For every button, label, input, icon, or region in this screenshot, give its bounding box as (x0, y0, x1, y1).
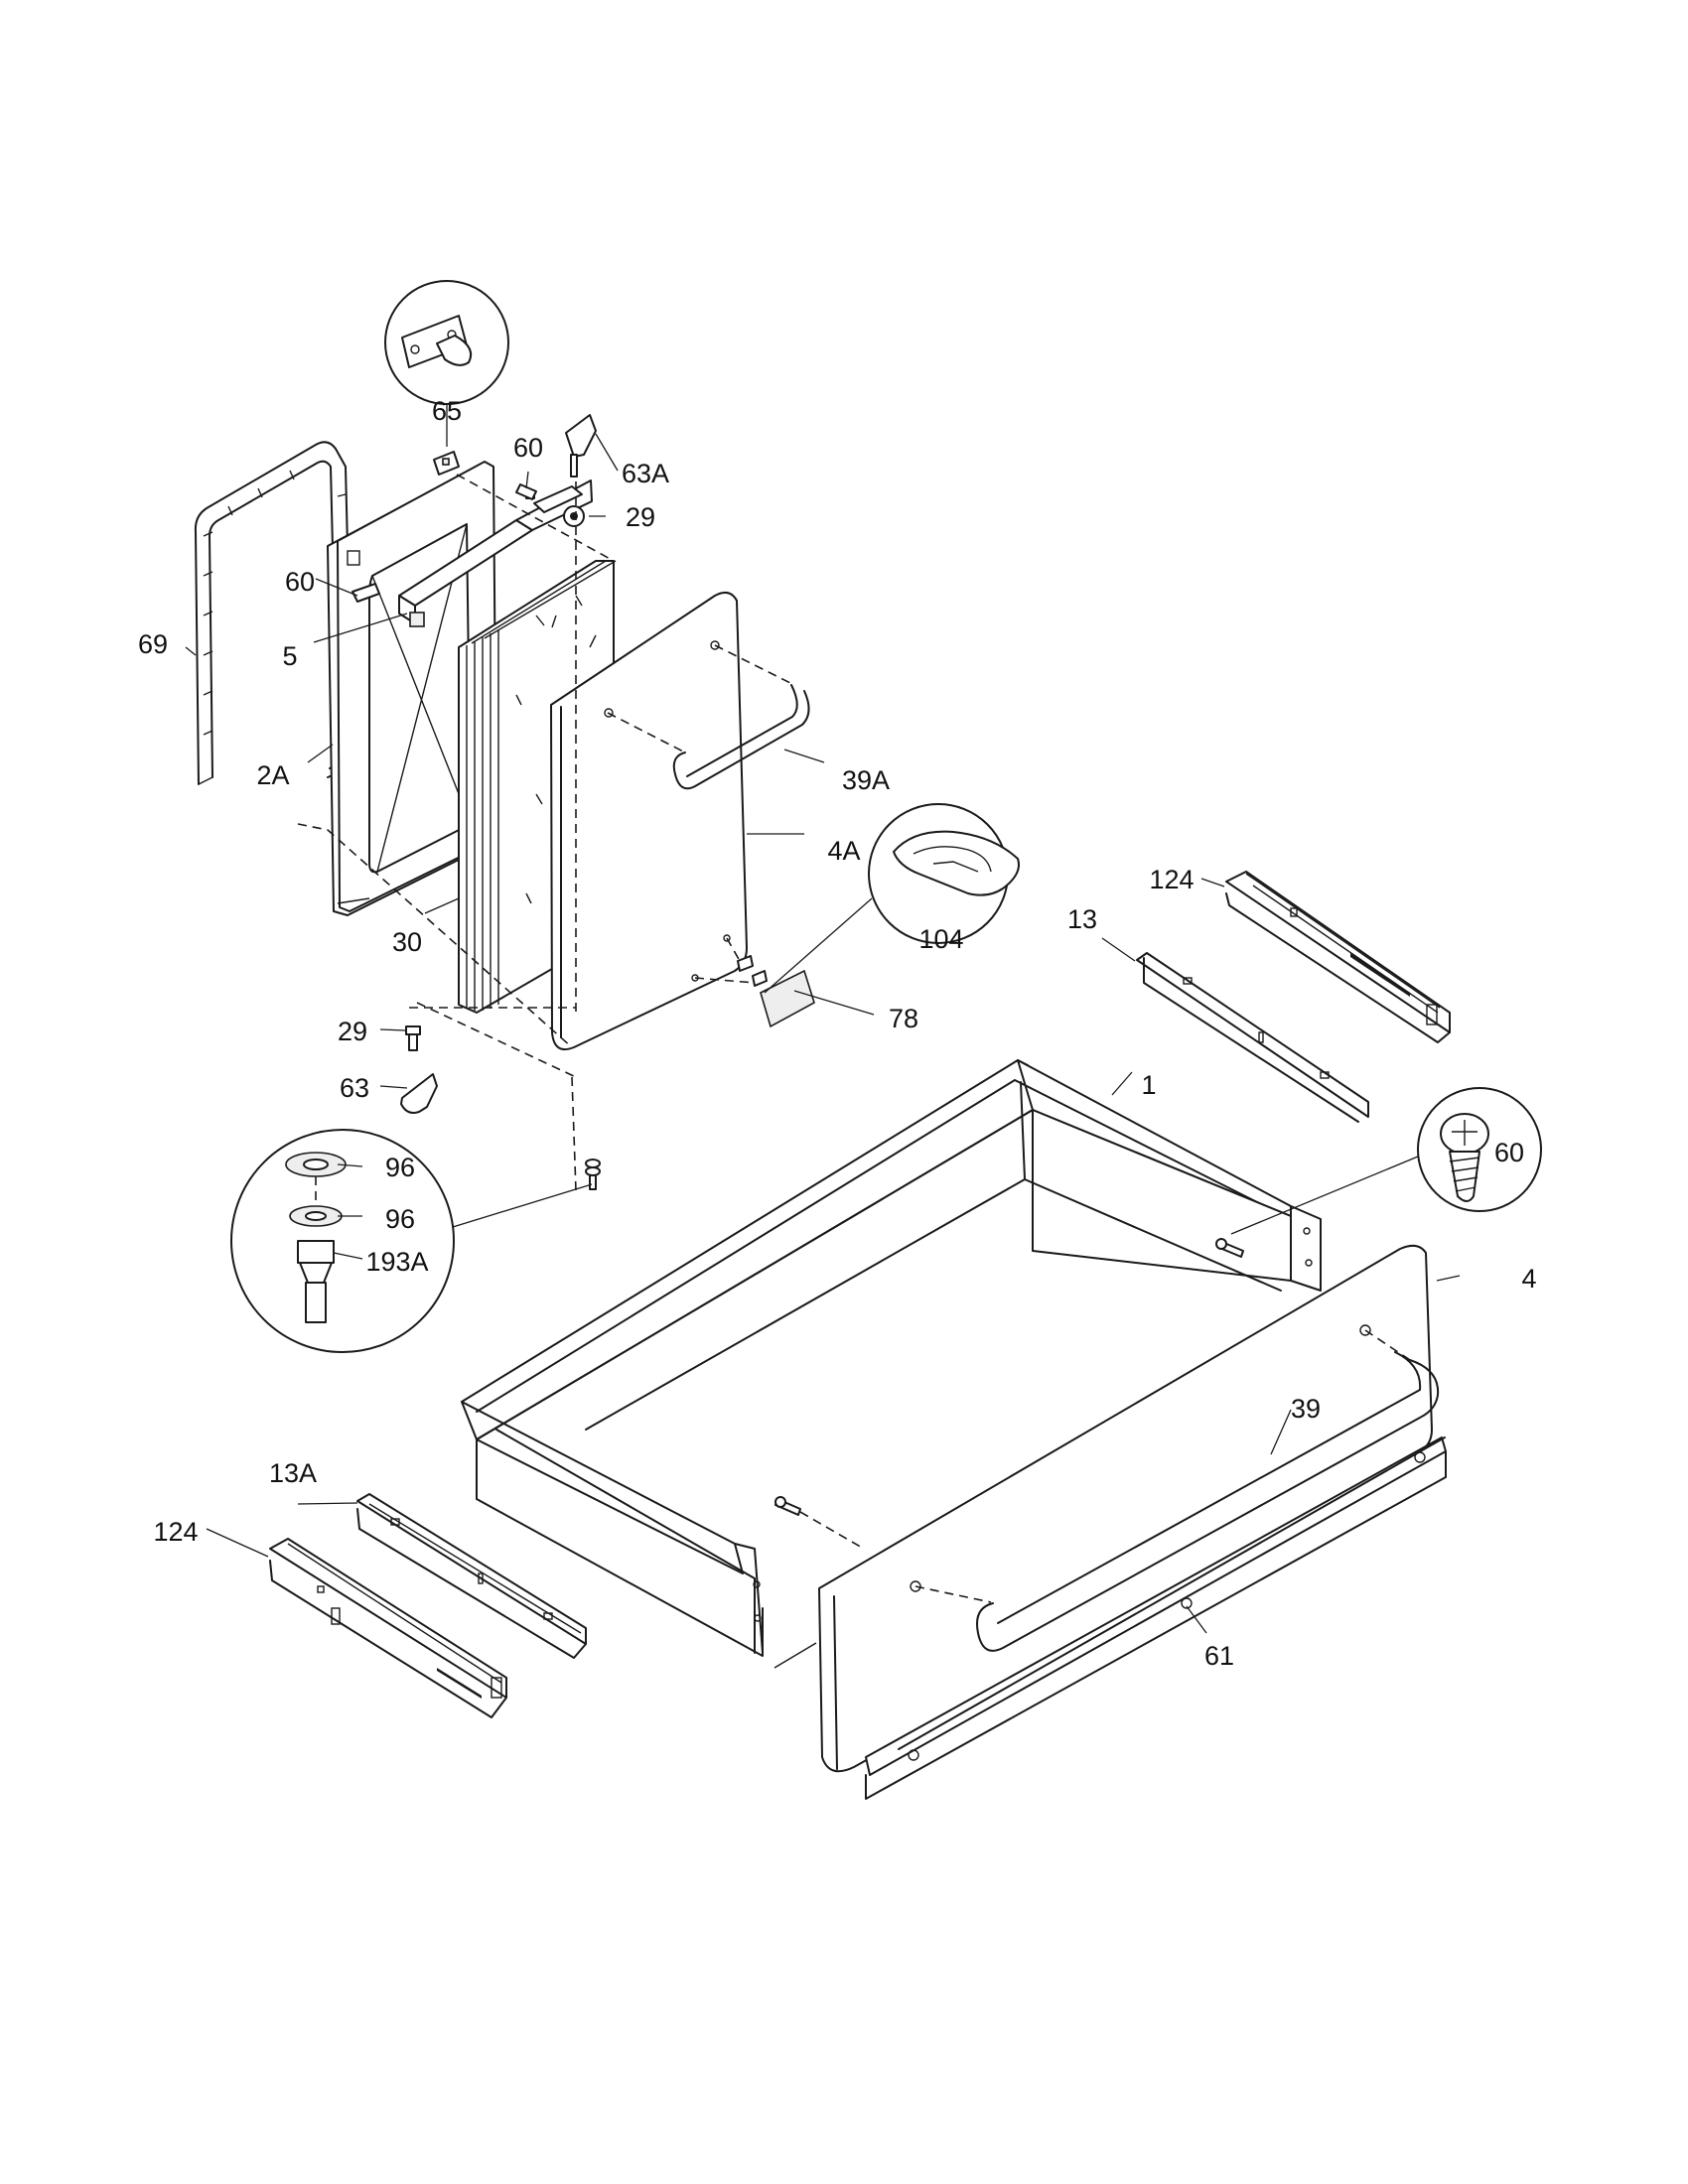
callout-5: 5 (282, 641, 297, 671)
leader-lines (185, 433, 1461, 1634)
right-drawer-slide-part-124 (1225, 871, 1451, 1043)
callout-1: 1 (1141, 1070, 1156, 1100)
drawer-handle-part-39 (914, 1329, 1440, 1652)
vent-bracket-part-78 (694, 937, 815, 1028)
detail-circle-65 (384, 280, 509, 447)
drawer-body-part-1 (461, 1059, 1322, 1669)
callout-60: 60 (513, 433, 543, 463)
left-drawer-slide-part-124 (269, 1538, 507, 1718)
callout-4: 4 (1521, 1264, 1536, 1294)
callout-124: 124 (1149, 865, 1194, 894)
callout-2A: 2A (256, 760, 289, 790)
callout-13: 13 (1067, 904, 1097, 934)
drawer-trim-part-61 (865, 1436, 1447, 1800)
callout-29: 29 (338, 1017, 367, 1046)
detail-circle-104 (764, 803, 1020, 994)
door-handle-part-39A (607, 644, 810, 790)
callout-61: 61 (1204, 1641, 1234, 1671)
callout-63A: 63A (622, 459, 669, 488)
callout-13A: 13A (269, 1458, 317, 1488)
callout-29: 29 (626, 502, 655, 532)
door-assembly (194, 414, 815, 1192)
callout-96: 96 (385, 1204, 415, 1234)
drawer-assembly (269, 871, 1451, 1800)
callout-65: 65 (432, 396, 462, 426)
callout-60: 60 (1494, 1138, 1524, 1167)
right-drawer-slide-part-13 (1136, 952, 1369, 1123)
callout-78: 78 (889, 1004, 918, 1033)
callout-4A: 4A (827, 836, 860, 866)
detail-circle-96-193A (230, 1129, 593, 1353)
door-top-hinge-hardware (352, 414, 615, 1013)
door-bottom-hinge-hardware (297, 823, 601, 1192)
callout-39A: 39A (842, 765, 890, 795)
callout-193A: 193A (365, 1247, 428, 1277)
drawer-screws (774, 1156, 1419, 1550)
callout-39: 39 (1291, 1394, 1321, 1424)
callout-104: 104 (918, 924, 963, 954)
detail-circle-60-screw (1417, 1087, 1542, 1212)
drawer-front-panel-part-4 (818, 1244, 1433, 1773)
callout-30: 30 (392, 927, 422, 957)
left-drawer-slide-part-13A (356, 1493, 587, 1659)
callout-labels: 65 60 63A 29 60 5 69 2A 39A 4A 104 30 78… (138, 396, 1537, 1671)
callout-63: 63 (340, 1073, 369, 1103)
callout-60: 60 (285, 567, 315, 597)
callout-124: 124 (153, 1517, 198, 1547)
callout-69: 69 (138, 629, 168, 659)
callout-96: 96 (385, 1153, 415, 1182)
